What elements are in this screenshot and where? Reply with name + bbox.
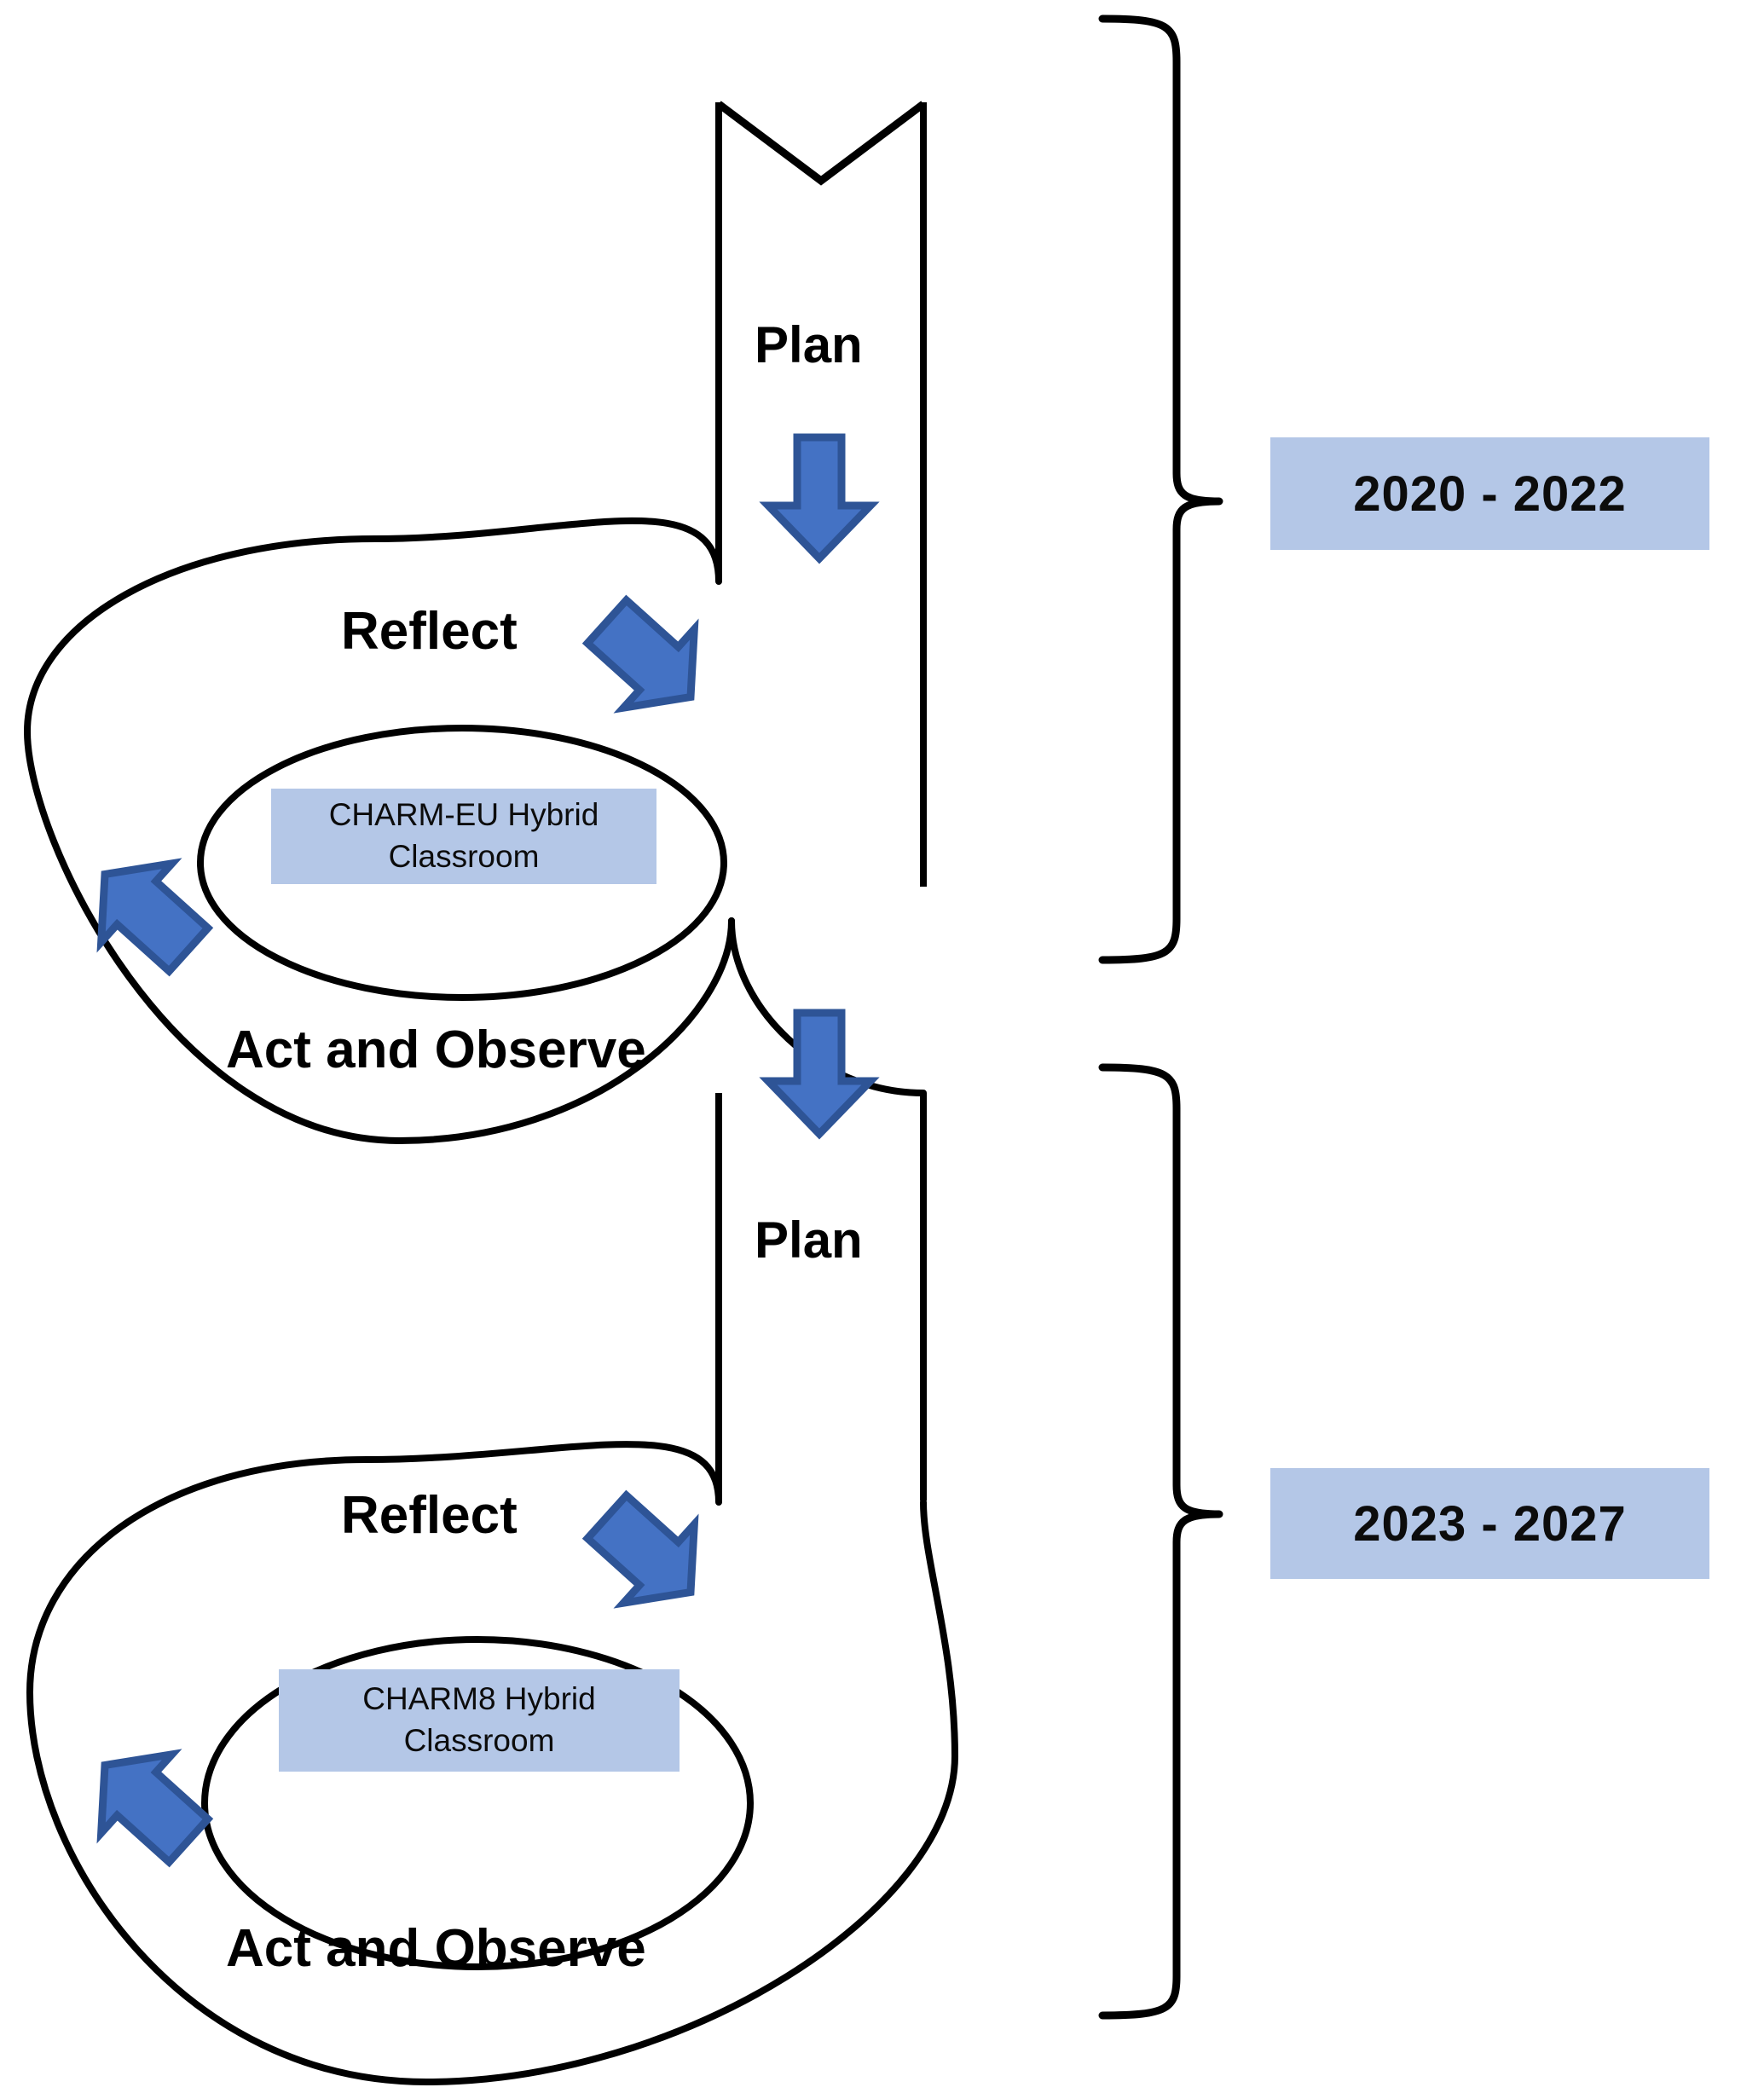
reflect-arrow-bottom xyxy=(571,1477,726,1631)
core-chip-top-line1: CHARM-EU Hybrid xyxy=(328,797,599,833)
spiral-entry-bottom xyxy=(715,1093,927,1501)
core-chip-bottom-line2: Classroom xyxy=(403,1723,555,1758)
act-and-observe-label-top: Act and Observe xyxy=(226,1021,646,1079)
outer-loop-bottom xyxy=(26,1441,959,2086)
core-chip-top-line2: Classroom xyxy=(388,839,540,874)
spiral-entry-top xyxy=(715,101,927,887)
bracket-period-1 xyxy=(1098,14,1223,964)
inner-ellipse-bottom xyxy=(201,1636,754,1970)
period-chip-1: 2020 - 2022 xyxy=(1270,437,1709,550)
plan-label-bottom: Plan xyxy=(755,1211,863,1269)
inner-ellipse-top xyxy=(197,725,727,1001)
core-chip-top: CHARM-EU Hybrid Classroom xyxy=(271,789,656,884)
plan-label-top: Plan xyxy=(755,316,863,373)
outer-loop-top xyxy=(23,517,927,1145)
core-chip-bottom: CHARM8 Hybrid Classroom xyxy=(279,1669,680,1772)
act-and-observe-label-bottom: Act and Observe xyxy=(226,1919,646,1978)
period-chip-2-label: 2023 - 2027 xyxy=(1353,1495,1627,1552)
bracket-period-2 xyxy=(1098,1063,1223,2020)
reflect-arrow-top xyxy=(571,582,726,736)
period-chip-2: 2023 - 2027 xyxy=(1270,1468,1709,1579)
reflect-label-top: Reflect xyxy=(341,602,518,661)
core-chip-bottom-line1: CHARM8 Hybrid xyxy=(362,1681,596,1717)
plan-arrow-top xyxy=(768,437,870,558)
reflect-label-bottom: Reflect xyxy=(341,1486,518,1545)
period-chip-1-label: 2020 - 2022 xyxy=(1353,465,1627,522)
act-arrow-bottom xyxy=(70,1726,224,1879)
